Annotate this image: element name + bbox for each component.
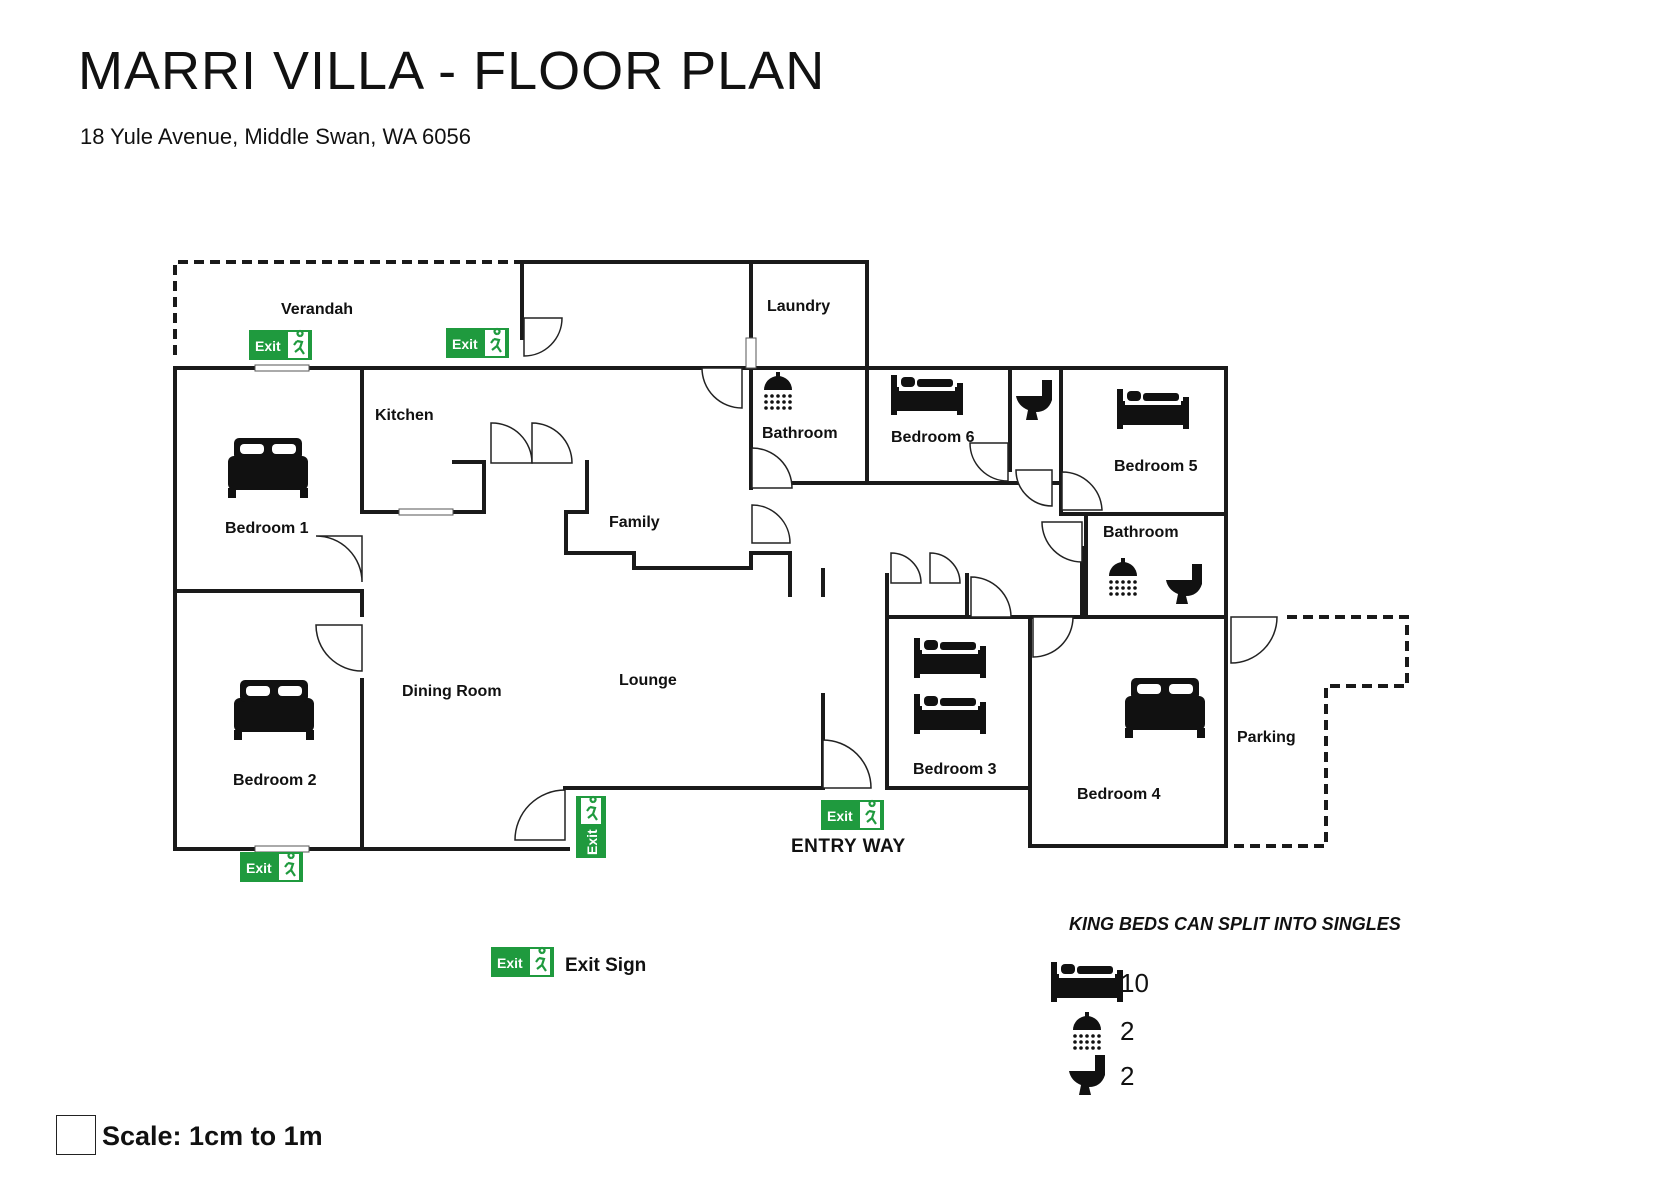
room-family: Family (609, 514, 660, 531)
room-lounge: Lounge (619, 672, 677, 689)
scale-label: Scale: 1cm to 1m (102, 1121, 323, 1151)
room-bedroom1: Bedroom 1 (225, 520, 309, 537)
shower-icon (1073, 1012, 1101, 1050)
exit-sign-legend-label: Exit Sign (565, 955, 647, 976)
room-bedroom6: Bedroom 6 (891, 429, 975, 446)
exit-sign-verandah-right: Exit (446, 327, 509, 358)
address: 18 Yule Avenue, Middle Swan, WA 6056 (80, 124, 471, 149)
showers-count: 2 (1120, 1016, 1135, 1046)
exit-sign-text: Exit (255, 338, 281, 354)
exit-sign-text: Exit (246, 860, 272, 876)
room-dining: Dining Room (402, 683, 502, 700)
exit-sign-verandah-left: Exit (249, 329, 312, 360)
room-bedroom3: Bedroom 3 (913, 761, 997, 778)
room-bedroom2: Bedroom 2 (233, 772, 317, 789)
toilet-icon (1069, 1055, 1105, 1095)
king-beds-note: KING BEDS CAN SPLIT INTO SINGLES (1069, 914, 1401, 934)
room-bedroom5: Bedroom 5 (1114, 458, 1198, 475)
room-bathroom-a: Bathroom (762, 425, 838, 442)
exit-sign-text: Exit (827, 808, 853, 824)
entry-way-label: ENTRY WAY (791, 836, 906, 857)
scale-square (56, 1115, 96, 1155)
room-kitchen: Kitchen (375, 407, 434, 424)
page-title: MARRI VILLA - FLOOR PLAN (78, 41, 826, 101)
exit-sign-text: Exit (497, 955, 523, 971)
beds-count: 10 (1120, 968, 1149, 998)
room-bedroom4: Bedroom 4 (1077, 786, 1161, 803)
toilets-count: 2 (1120, 1061, 1135, 1091)
room-bathroom-b: Bathroom (1103, 524, 1179, 541)
room-laundry: Laundry (767, 298, 830, 315)
exit-sign-dining: Exit (576, 795, 606, 858)
exit-sign-text: Exit (584, 829, 600, 855)
room-verandah: Verandah (281, 301, 353, 318)
exit-sign-entry: Exit (821, 799, 884, 830)
bed-icon (1051, 962, 1123, 1002)
exit-sign-text: Exit (452, 336, 478, 352)
exit-sign-bedroom2: Exit (240, 851, 303, 882)
room-parking: Parking (1237, 729, 1296, 746)
exit-sign-legend: Exit (491, 946, 554, 977)
